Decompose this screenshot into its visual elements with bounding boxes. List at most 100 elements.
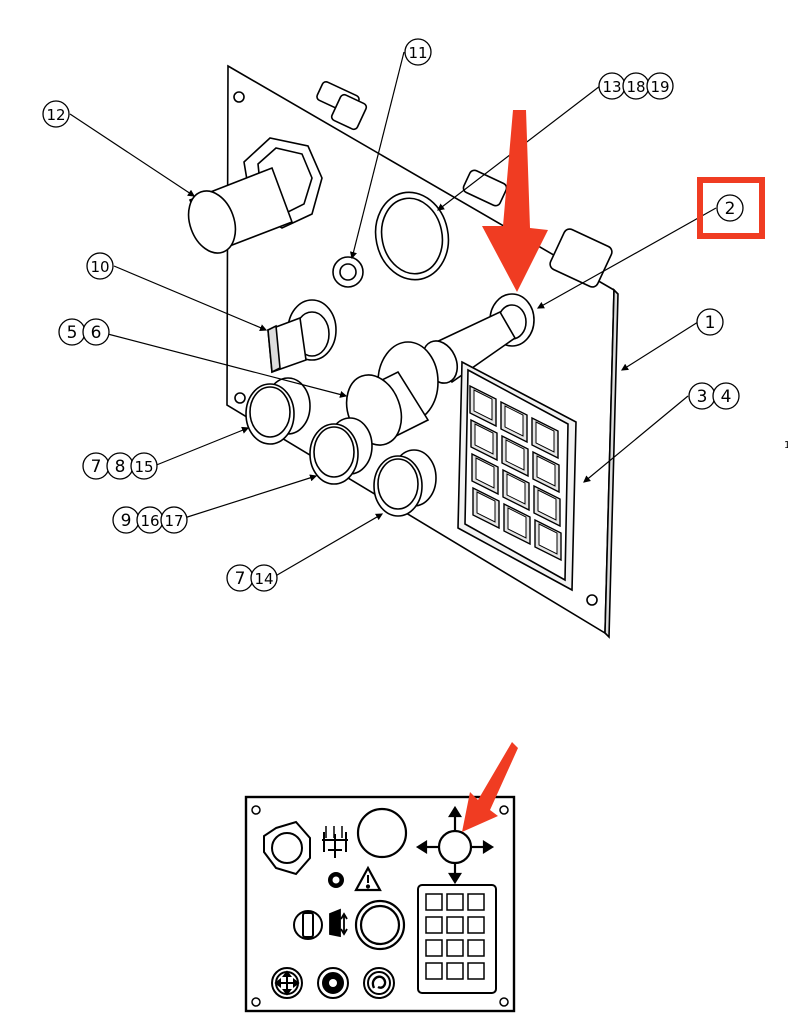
component-2-joystick <box>421 293 535 384</box>
callout-number: 10 <box>90 258 109 276</box>
callout-number: 14 <box>254 570 273 588</box>
keypad-key-face <box>505 439 525 471</box>
callout-circle <box>712 382 740 410</box>
panel-screw-bl <box>251 997 261 1007</box>
keypad-grid-key <box>467 939 485 957</box>
round-button-2-icon <box>354 899 406 951</box>
keypad-key-face <box>506 473 526 505</box>
keypad-key-face <box>538 523 558 555</box>
isometric-assembly <box>187 64 619 639</box>
callout-11: 11 <box>404 38 432 66</box>
keypad-grid-key <box>425 893 443 911</box>
move-arrows-icon <box>271 967 303 999</box>
keypad-key-face <box>507 507 527 539</box>
callout-number: 15 <box>134 458 153 476</box>
power-button-icon <box>263 820 311 876</box>
component-12-cylinder <box>187 137 323 254</box>
callout-circle <box>82 318 110 346</box>
callout-number: 17 <box>164 512 183 530</box>
callout-circle <box>404 38 432 66</box>
key-switch-icon <box>293 910 323 940</box>
keypad-key-face <box>535 421 555 453</box>
callout-number: 16 <box>140 512 159 530</box>
keypad-grid-key <box>446 962 464 980</box>
callout-circle <box>250 564 278 592</box>
component-9-button <box>309 417 373 485</box>
callout-number: 3 <box>697 387 708 407</box>
component-3-keypad <box>457 360 577 592</box>
rear-fitting-top <box>316 81 368 131</box>
panel-screw-tl <box>251 805 261 815</box>
keypad-key-face <box>537 489 557 521</box>
mount-hole-tl <box>233 91 245 103</box>
keypad-keys <box>469 384 562 562</box>
callout-number: 11 <box>408 44 427 62</box>
component-7-14-button <box>373 449 437 517</box>
callout-2-highlight-box <box>697 177 765 239</box>
keypad-grid-key <box>467 916 485 934</box>
keypad-key-face <box>476 491 496 523</box>
component-11-lamp <box>332 256 364 288</box>
callout-number: 2 <box>725 199 736 219</box>
component-7-button <box>245 377 311 445</box>
callout-number: 6 <box>91 323 102 343</box>
callout-circle <box>86 252 114 280</box>
red-arrow-pointer-bottom <box>462 742 518 832</box>
callout-number: 18 <box>626 78 645 96</box>
keypad-grid-key <box>446 939 464 957</box>
valve-symbol-icon <box>322 826 348 858</box>
light-burst-icon <box>317 967 349 999</box>
callout-number: 1 <box>705 313 716 333</box>
callout-10: 10 <box>86 252 114 280</box>
keypad-grid-key <box>425 916 443 934</box>
round-button-icon <box>356 807 408 859</box>
callout-1: 1 <box>696 308 724 336</box>
callout-circle <box>160 506 188 534</box>
keypad-key-face <box>474 423 494 455</box>
callout-number: 4 <box>721 387 732 407</box>
front-panel-view <box>244 795 516 1013</box>
callout-number: 7 <box>235 569 246 589</box>
callout-2: 2 <box>716 194 744 222</box>
keypad-icon <box>417 884 497 994</box>
keypad-key-face <box>473 389 493 421</box>
plate-edge <box>604 288 619 639</box>
keypad-key-face <box>536 455 556 487</box>
keypad-key-face <box>504 405 524 437</box>
component-10-key-switch <box>267 299 337 374</box>
panel-screw-br <box>499 997 509 1007</box>
callout-number: 5 <box>67 323 78 343</box>
keypad-grid-key <box>446 916 464 934</box>
callout-number: 8 <box>115 457 126 477</box>
callout-circle <box>646 72 674 100</box>
leader-lines <box>69 51 717 579</box>
red-arrow-pointer-top <box>482 110 548 292</box>
keypad-grid-key <box>467 962 485 980</box>
callout-number: 13 <box>602 78 621 96</box>
callout-circle <box>716 194 744 222</box>
component-5-mushroom-button <box>345 341 439 446</box>
callout-circle <box>42 100 70 128</box>
component-13-round-button <box>374 191 450 281</box>
keypad-key-face <box>475 457 495 489</box>
callout-12: 12 <box>42 100 70 128</box>
spiral-icon <box>363 967 395 999</box>
keypad-grid-key <box>425 962 443 980</box>
keypad-grid <box>425 893 485 980</box>
mount-hole-bl <box>234 392 246 404</box>
callout-714: 7 14 <box>226 564 278 592</box>
keypad-grid-key <box>467 893 485 911</box>
joystick-arrows-icon <box>415 805 495 885</box>
callout-number: 7 <box>91 457 102 477</box>
indicator-lamp-icon <box>328 872 344 888</box>
door-symbol-icon <box>329 908 348 938</box>
keypad-grid-key <box>425 939 443 957</box>
callout-circle <box>130 452 158 480</box>
callout-circle <box>696 308 724 336</box>
